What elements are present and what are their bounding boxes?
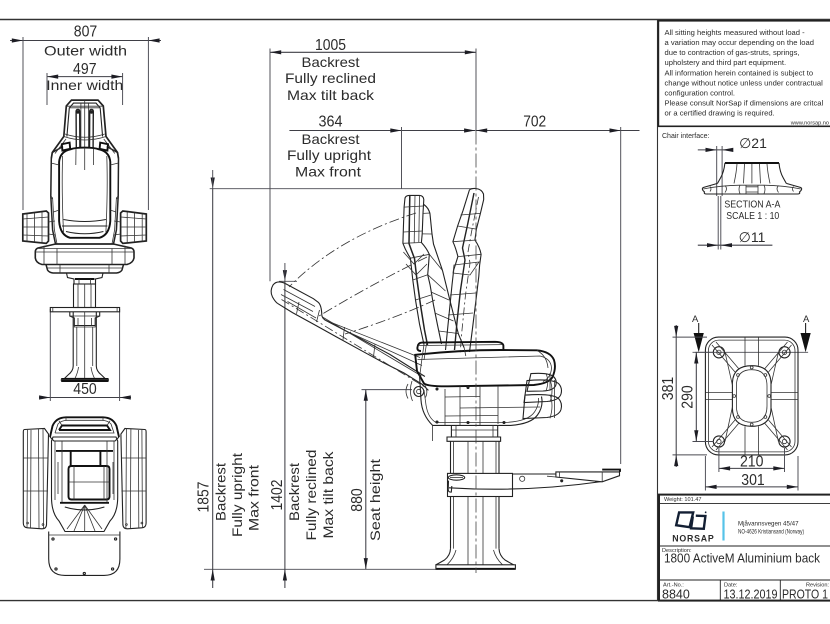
svg-text:210: 210 xyxy=(740,454,764,471)
svg-text:NORSAP: NORSAP xyxy=(672,533,714,543)
svg-text:Please consult NorSap if dimen: Please consult NorSap if dimensions are … xyxy=(665,99,824,108)
svg-text:www.norsap.no: www.norsap.no xyxy=(790,120,829,126)
svg-text:configuration control.: configuration control. xyxy=(665,89,736,98)
svg-text:450: 450 xyxy=(73,381,97,398)
svg-text:Inner width: Inner width xyxy=(46,77,123,93)
svg-text:Fully upright: Fully upright xyxy=(287,147,371,163)
svg-text:Seat height: Seat height xyxy=(367,459,383,541)
svg-text:All information herein contain: All information herein contained is subj… xyxy=(665,68,814,77)
svg-text:SECTION A-A: SECTION A-A xyxy=(724,199,780,211)
svg-text:Backrest: Backrest xyxy=(302,131,360,147)
svg-text:All sitting heights measured w: All sitting heights measured without loa… xyxy=(665,28,806,37)
svg-text:Description:: Description: xyxy=(662,548,692,554)
svg-text:702: 702 xyxy=(523,113,546,130)
svg-text:Fully reclined: Fully reclined xyxy=(303,450,319,541)
svg-text:Art.-No.:: Art.-No.: xyxy=(663,583,684,589)
svg-text:301: 301 xyxy=(741,472,765,489)
svg-text:Max front: Max front xyxy=(246,465,262,531)
svg-text:290: 290 xyxy=(680,385,697,409)
svg-text:due to contraction of gas-stru: due to contraction of gas-struts, spring… xyxy=(665,48,800,57)
svg-text:1402: 1402 xyxy=(269,479,286,510)
svg-text:381: 381 xyxy=(660,377,677,401)
svg-text:change without notice unless u: change without notice unless under contr… xyxy=(665,78,824,87)
svg-text:upholstery and third part equi: upholstery and third part equipment. xyxy=(665,58,787,67)
svg-text:Fully upright: Fully upright xyxy=(229,453,245,537)
svg-text:807: 807 xyxy=(74,24,98,41)
svg-text:Fully reclined: Fully reclined xyxy=(285,70,376,86)
svg-text:NO-4626 Kristiansand (Norway): NO-4626 Kristiansand (Norway) xyxy=(738,529,804,536)
svg-text:Backrest: Backrest xyxy=(213,463,229,521)
svg-text:Mjåvannsvegen 45/47: Mjåvannsvegen 45/47 xyxy=(738,521,799,528)
svg-text:a variation may occur dependin: a variation may occur depending on the l… xyxy=(665,38,814,47)
svg-text:Outer width: Outer width xyxy=(44,43,127,59)
svg-text:PROTO 1: PROTO 1 xyxy=(782,588,828,602)
svg-text:Backrest: Backrest xyxy=(302,54,360,70)
svg-text:Date:: Date: xyxy=(724,583,738,589)
svg-text:Chair interface:: Chair interface: xyxy=(662,133,710,140)
svg-text:1800 ActiveM Aluminium back: 1800 ActiveM Aluminium back xyxy=(664,552,821,566)
svg-text:Backrest: Backrest xyxy=(286,463,302,521)
svg-text:8840: 8840 xyxy=(662,588,690,602)
svg-text:497: 497 xyxy=(73,61,97,78)
svg-text:364: 364 xyxy=(319,113,343,130)
svg-text:Weight: 101.47: Weight: 101.47 xyxy=(664,497,702,503)
svg-text:Max front: Max front xyxy=(295,164,361,180)
svg-text:∅11: ∅11 xyxy=(739,229,766,245)
svg-text:13.12.2019: 13.12.2019 xyxy=(724,588,778,602)
svg-text:SCALE 1 : 10: SCALE 1 : 10 xyxy=(726,210,779,222)
svg-text:880: 880 xyxy=(349,488,366,512)
svg-text:Max tilt back: Max tilt back xyxy=(320,450,336,538)
svg-text:Revision:: Revision: xyxy=(806,583,829,589)
svg-text:A: A xyxy=(692,314,699,325)
svg-text:∅21: ∅21 xyxy=(739,135,767,151)
svg-text:A: A xyxy=(803,314,810,325)
svg-text:or a certified drawing is requ: or a certified drawing is required. xyxy=(665,109,775,118)
svg-text:1005: 1005 xyxy=(315,37,346,54)
svg-text:Max tilt back: Max tilt back xyxy=(287,87,375,103)
svg-text:1857: 1857 xyxy=(196,481,213,512)
